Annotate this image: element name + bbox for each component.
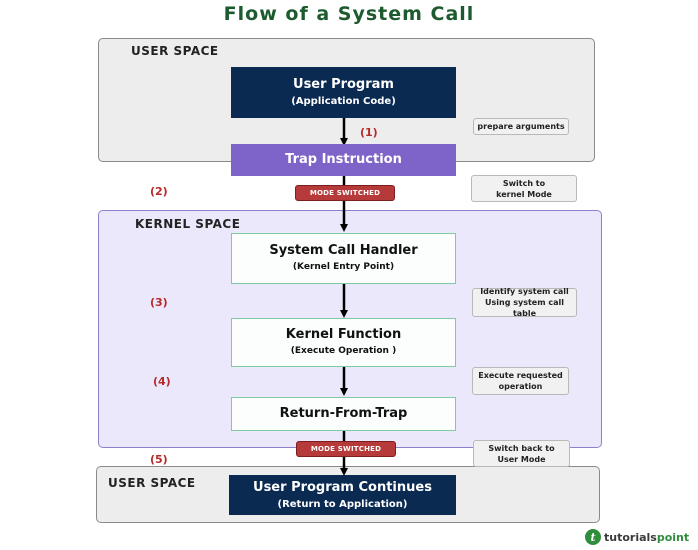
kernel-function-box: Kernel Function (Execute Operation ) xyxy=(231,318,456,367)
user-continues-subtitle: (Return to Application) xyxy=(277,498,408,510)
note-identify-line2: Using system call table xyxy=(485,298,564,318)
syscall-handler-title: System Call Handler xyxy=(269,243,418,258)
kernel-function-subtitle: (Execute Operation ) xyxy=(290,346,397,356)
step-number-3: (3) xyxy=(150,296,168,309)
syscall-handler-subtitle: (Kernel Entry Point) xyxy=(292,262,395,272)
note-switch-to-user-line1: Switch back to xyxy=(488,443,555,453)
note-switch-to-user-line2: User Mode xyxy=(497,454,546,464)
trap-instruction-title: Trap Instruction xyxy=(285,152,402,167)
tutorialspoint-logo-text: tutorialspoint xyxy=(604,530,690,544)
return-from-trap-title: Return-From-Trap xyxy=(279,406,408,421)
user-continues-box: User Program Continues (Return to Applic… xyxy=(229,475,456,515)
step-number-4: (4) xyxy=(153,375,171,388)
syscall-handler-box: System Call Handler (Kernel Entry Point) xyxy=(231,233,456,284)
tutorialspoint-logo-icon: t xyxy=(585,529,601,545)
note-switch-to-user: Switch back to User Mode xyxy=(473,440,570,467)
step-number-1: (1) xyxy=(360,126,378,139)
step-number-5: (5) xyxy=(150,453,168,466)
user-program-subtitle: (Application Code) xyxy=(291,96,396,107)
diagram-title: Flow of a System Call xyxy=(223,3,475,25)
note-prepare-arguments: prepare arguments xyxy=(473,118,569,135)
mode-switched-badge-2: MODE SWITCHED xyxy=(296,441,396,457)
note-execute-line1: Execute requested xyxy=(478,371,563,380)
tutorialspoint-logo: t tutorialspoint xyxy=(585,529,689,545)
user-continues-title: User Program Continues xyxy=(253,479,432,495)
note-execute-operation: Execute requested operation xyxy=(472,367,569,395)
user-program-title: User Program xyxy=(293,77,394,92)
note-switch-to-kernel-line1: Switch to xyxy=(502,178,546,188)
step-number-2: (2) xyxy=(150,185,168,198)
note-identify-system-call: Identify system call Using system call t… xyxy=(472,287,577,318)
trap-instruction-box: Trap Instruction xyxy=(231,144,456,176)
note-prepare-arguments-text: prepare arguments xyxy=(477,122,565,131)
return-from-trap-box: Return-From-Trap xyxy=(231,397,456,431)
kernel-space-label: KERNEL SPACE xyxy=(135,217,241,231)
note-identify-line1: Identify system call xyxy=(480,287,569,296)
note-switch-to-kernel: Switch to kernel Mode xyxy=(471,175,577,202)
mode-switched-badge-1: MODE SWITCHED xyxy=(295,185,395,201)
note-execute-line2: operation xyxy=(498,382,543,391)
user-space-label-bottom: USER SPACE xyxy=(108,476,196,490)
user-program-box: User Program (Application Code) xyxy=(231,67,456,118)
user-space-label-top: USER SPACE xyxy=(131,44,219,58)
note-switch-to-kernel-line2: kernel Mode xyxy=(496,189,552,199)
kernel-function-title: Kernel Function xyxy=(285,327,402,342)
